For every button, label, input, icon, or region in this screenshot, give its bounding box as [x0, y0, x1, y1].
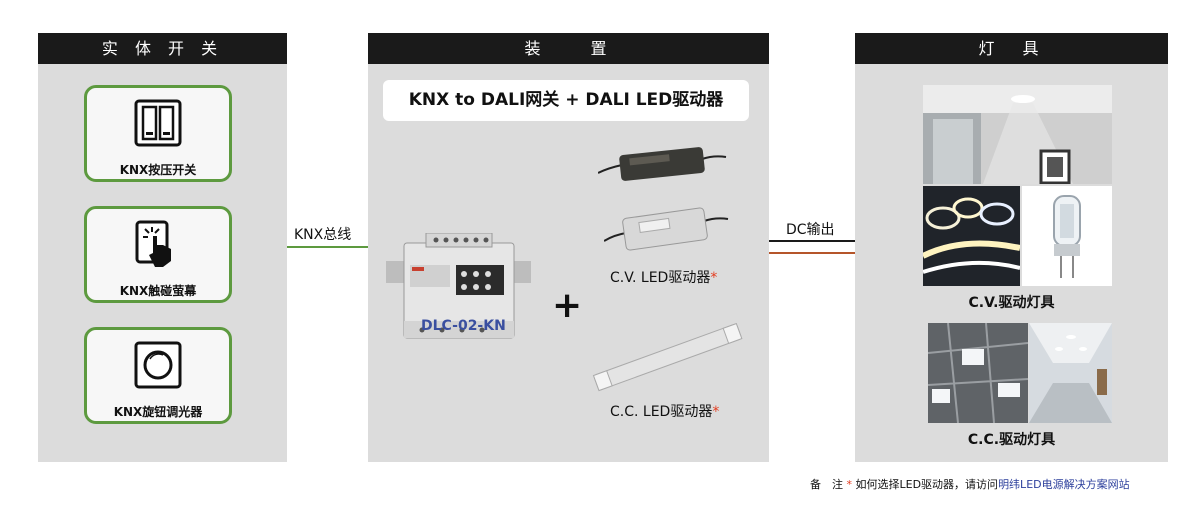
ceiling-panel-photo [928, 323, 1028, 423]
luminaire-panel: 灯 具 [855, 33, 1168, 462]
cv-driver-label: C.V. LED驱动器* [610, 270, 718, 286]
cv-driver-asterisk: * [710, 270, 718, 286]
downlight-photo [923, 85, 1112, 184]
knx-touchscreen-box: KNX触碰萤幕 [84, 206, 232, 303]
led-strip-photo [923, 186, 1020, 286]
corridor-photo [1029, 323, 1112, 423]
dc-output-line-negative [769, 252, 855, 254]
footnote-link[interactable]: 明纬LED电源解决方案网站 [998, 478, 1130, 491]
input-panel: 实 体 开 关 KNX按压开关 KNX触碰萤幕 KNX旋钮调光器 [38, 33, 287, 462]
double-rocker-switch-icon [134, 99, 182, 147]
knx-push-switch-label: KNX按压开关 [119, 163, 197, 177]
footnote-asterisk: * [846, 478, 853, 491]
gateway-model-label: DLC-02-KN [421, 318, 506, 334]
plus-sign: + [552, 285, 583, 326]
footnote: 备 注 * 如何选择LED驱动器，请访问明纬LED电源解决方案网站 [810, 476, 1130, 492]
device-headline: KNX to DALI网关 + DALI LED驱动器 [383, 80, 749, 121]
cc-driver-asterisk: * [712, 404, 720, 420]
dali-gateway-module-image [386, 233, 531, 339]
knx-rotary-dimmer-label: KNX旋钮调光器 [113, 405, 203, 419]
luminaire-panel-title: 灯 具 [855, 33, 1168, 64]
cc-luminaire-label: C.C.驱动灯具 [967, 432, 1056, 448]
dc-output-line-positive [769, 240, 855, 242]
dc-output-label: DC输出 [786, 222, 835, 238]
knx-touchscreen-label: KNX触碰萤幕 [119, 284, 197, 298]
device-panel-title: 装 置 [368, 33, 769, 64]
cc-driver-label: C.C. LED驱动器* [610, 404, 720, 420]
knx-bus-line [287, 246, 368, 248]
cv-led-driver-dark-image [598, 147, 727, 181]
cv-led-driver-silver-image [604, 207, 729, 251]
knx-rotary-dimmer-box: KNX旋钮调光器 [84, 327, 232, 424]
cc-led-driver-image [592, 323, 743, 392]
knx-bus-label: KNX总线 [294, 227, 352, 243]
footnote-text: 如何选择LED驱动器，请访问 [855, 478, 999, 491]
touchscreen-icon [135, 220, 171, 267]
g4-bulb-photo [1022, 186, 1112, 286]
knx-push-switch-box: KNX按压开关 [84, 85, 232, 182]
cv-luminaire-label: C.V.驱动灯具 [968, 295, 1055, 311]
device-panel: 装 置 KNX to DALI网关 + DALI LED驱动器 DLC-02-K… [368, 33, 769, 462]
input-panel-title: 实 体 开 关 [38, 33, 287, 64]
rotary-dimmer-icon [134, 341, 182, 389]
footnote-prefix: 备 注 [810, 478, 843, 491]
